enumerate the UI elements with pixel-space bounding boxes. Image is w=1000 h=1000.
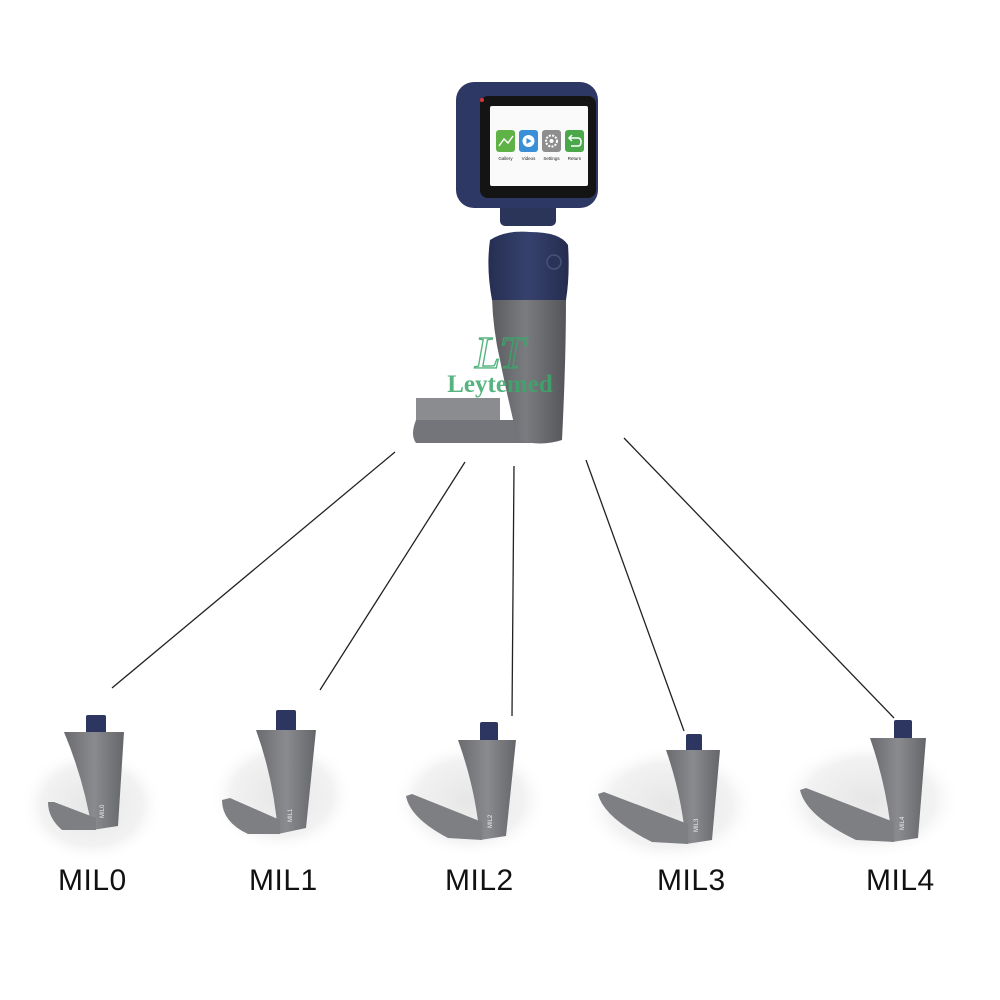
app-grid: Gallery Videos Settings Return [496, 130, 584, 161]
blade-body [666, 750, 720, 844]
app-label-videos: Videos [522, 156, 536, 161]
blade-mil1[interactable]: MIL1 [210, 710, 354, 853]
blade-marking: MIL1 [288, 808, 294, 822]
blade-connector [686, 734, 702, 752]
blade-mil3[interactable]: MIL3 [582, 734, 758, 865]
blade-connector [480, 722, 498, 742]
handle-grey [492, 298, 566, 444]
blade-tip [222, 798, 280, 834]
blade-connector [276, 710, 296, 732]
connector-line-mil4 [623, 437, 895, 719]
video-laryngoscope: Gallery Videos Settings Return [413, 82, 598, 444]
app-settings[interactable]: Settings [542, 130, 561, 161]
connector-line-mil3 [585, 459, 685, 732]
blade-label-mil3: MIL3 [657, 864, 726, 897]
app-label-gallery: Gallery [498, 156, 513, 161]
blade-body [64, 732, 124, 830]
blade-label-mil0: MIL0 [58, 864, 127, 897]
status-led [480, 98, 484, 102]
power-button[interactable] [546, 254, 562, 270]
watermark: LT Leytemed [447, 326, 553, 398]
blade-mil0[interactable]: MIL0 [20, 715, 164, 863]
blade-label-mil4: MIL4 [866, 864, 935, 897]
blade-tip [406, 794, 482, 840]
app-return[interactable]: Return [565, 130, 584, 161]
connector-line-mil1 [319, 461, 466, 691]
watermark-brand: Leytemed [447, 371, 553, 398]
connector-lines [111, 437, 895, 732]
blade-label-mil2: MIL2 [445, 864, 514, 897]
blade-connector [894, 720, 912, 740]
connector-line-mil0 [111, 451, 396, 689]
main-blade [416, 398, 500, 425]
blade-body [256, 730, 316, 834]
blade-marking: MIL4 [900, 816, 906, 830]
blade-marking: MIL0 [100, 804, 106, 818]
app-label-settings: Settings [543, 156, 560, 161]
blade-marking: MIL2 [488, 814, 494, 828]
app-label-return: Return [568, 156, 582, 161]
blade-tip [800, 788, 894, 842]
watermark-monogram: LT [474, 327, 529, 378]
connector-line-mil2 [511, 465, 515, 717]
blade-tip [48, 802, 96, 830]
blade-marking: MIL3 [694, 818, 700, 832]
blade-mil4[interactable]: MIL4 [778, 720, 962, 860]
blade-tip [598, 792, 688, 844]
blade-body [870, 738, 926, 842]
app-gallery[interactable]: Gallery [496, 130, 515, 161]
app-videos[interactable]: Videos [519, 130, 538, 161]
blade-label-mil1: MIL1 [249, 864, 318, 897]
monitor-screen [490, 106, 588, 186]
blade-connector [86, 715, 106, 735]
blade-body [458, 740, 516, 840]
blade-mil2[interactable]: MIL2 [392, 722, 548, 858]
handle-blue [488, 231, 569, 300]
